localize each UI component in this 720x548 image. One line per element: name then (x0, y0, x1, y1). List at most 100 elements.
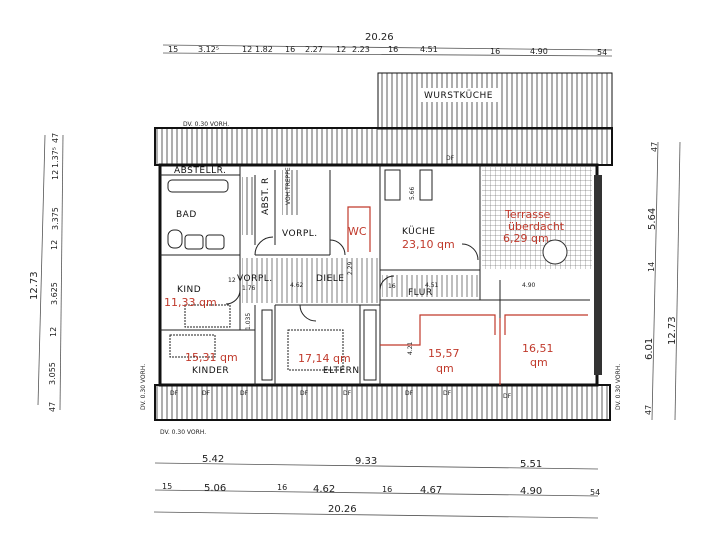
room-a-area: 15,57 (428, 347, 460, 360)
dim: 12 (336, 45, 346, 54)
inner-dim: 12 (228, 277, 236, 284)
dim: 47 (650, 142, 659, 152)
dim: 4.51 (420, 45, 438, 54)
room-label-kind: KIND (177, 285, 201, 295)
room-label-flur: FLUR (408, 288, 433, 298)
room-b-area: 16,51 (522, 342, 554, 355)
dim: 16 (382, 485, 392, 494)
dim: 3.375 (51, 207, 60, 230)
dim: 16 (277, 483, 287, 492)
dormer-label: DF (240, 390, 249, 397)
dim: 47 (51, 133, 60, 143)
sink-icon (205, 234, 225, 250)
dim: 1.82 (255, 45, 273, 54)
inner-dim: 4.90 (522, 282, 536, 289)
bed-icon (287, 329, 344, 371)
dim: 9.33 (355, 456, 377, 467)
room-label-abstellraum: ABSTELLR. (174, 166, 226, 176)
dormer-label: DF (343, 390, 352, 397)
terrace-grid (482, 167, 592, 269)
stove-icon (384, 169, 401, 201)
east-wall (594, 175, 602, 375)
counter-icon (419, 169, 433, 201)
sink-icon (184, 234, 204, 250)
doors (225, 236, 479, 322)
inner-dim: 4.51 (425, 282, 439, 289)
dim: 5.64 (647, 208, 658, 230)
bottom-dimensions: 5.42 9.33 5.51 15 5.06 16 4.62 16 4.67 4… (153, 454, 600, 519)
dim: 2.27 (305, 45, 323, 54)
dim: 3.055 (48, 362, 57, 385)
inner-dim: 2.29 (347, 261, 354, 275)
dim: 2.23 (352, 45, 370, 54)
terrace-label-2: überdacht (508, 220, 565, 233)
stair (242, 177, 254, 235)
hallway-hatch (242, 258, 378, 303)
dim: 3.625 (50, 282, 59, 305)
attic-stair (282, 170, 300, 215)
terrace-area: 6,29 qm (503, 232, 549, 245)
terrace-label-1: Terrasse (504, 208, 551, 221)
dim: 54 (590, 488, 600, 497)
dim: 47 (48, 402, 57, 412)
dim: 6.01 (644, 338, 655, 360)
room-label-kueche: KÜCHE (402, 226, 436, 237)
dormer-label: DF (405, 390, 414, 397)
room-label-diele: DIELE (316, 274, 344, 284)
left-dimensions: 12.73 47 1.37⁵ 12 3.375 12 3.625 12 3.05… (29, 133, 64, 412)
dormer-label: DF (202, 390, 211, 397)
overhang-note: DV. 0.30 VORH. (183, 121, 229, 128)
inner-dim: 16 (388, 283, 396, 290)
dim: 15 (162, 482, 172, 491)
kind-area: 11,33 qm (164, 296, 217, 309)
dormer-label: DF (446, 155, 455, 162)
dim: 12 (51, 170, 60, 180)
table-icon (542, 239, 568, 265)
left-total-dim: 12.73 (29, 271, 40, 300)
inner-dim: 1.035 (245, 313, 252, 330)
red-markup-lines (347, 206, 588, 385)
top-dimensions: 20.26 15 3.12⁵ 12 1.82 16 2.27 12 2.23 1… (162, 32, 613, 57)
overhang-note-bottom: DV. 0.30 VORH. (160, 429, 206, 436)
wc-annotation: WC (348, 225, 367, 238)
dim: 16 (388, 45, 398, 54)
bed-icon (169, 334, 216, 358)
flur-hatch (382, 275, 478, 297)
right-dimensions: 47 5.64 14 6.01 47 12.73 (644, 142, 681, 421)
interior-walls (160, 165, 590, 385)
dim: 5.06 (204, 483, 226, 494)
wardrobe-icon (261, 309, 273, 381)
dim: 54 (597, 48, 607, 57)
room-label-treppe: VOH.TREPPE (285, 167, 292, 205)
dormer-labels: DF DF DF DF DF DF DF DF DF (170, 155, 512, 400)
room-label-kinder: KINDER (192, 366, 229, 376)
dim: 5.42 (202, 454, 224, 465)
right-total-dim: 12.73 (667, 316, 678, 345)
dim: 4.90 (520, 486, 542, 497)
room-label-vorplatz-top: VORPL. (282, 229, 318, 239)
toilet-icon (167, 229, 183, 249)
inner-dim: 4.62 (290, 282, 304, 289)
dim: 12 (242, 45, 252, 54)
bathtub-icon (167, 179, 229, 193)
dormer-label: DF (503, 393, 512, 400)
room-label-bad: BAD (176, 210, 197, 220)
room-label-abst-r: ABST. R (261, 177, 271, 215)
kueche-area: 23,10 qm (402, 238, 455, 251)
dim: 15 (168, 45, 178, 54)
dim: 16 (285, 45, 295, 54)
room-b-unit: qm (530, 356, 548, 369)
dim: 5.51 (520, 459, 542, 470)
room-label-vorplatz-mid: VORPL. (237, 274, 273, 284)
bottom-total-dim: 20.26 (328, 504, 357, 515)
roof-band-bottom (154, 384, 611, 421)
dim: 16 (490, 47, 500, 56)
dim: 47 (644, 405, 653, 415)
dim: 12 (49, 327, 58, 337)
inner-dim: 1.76 (242, 285, 256, 292)
roof-band-top (154, 127, 613, 166)
dim: 14 (647, 262, 656, 272)
overhang-note-left: DV. 0.30 VORH. (140, 364, 147, 410)
inner-dim: 4.21 (407, 341, 414, 355)
